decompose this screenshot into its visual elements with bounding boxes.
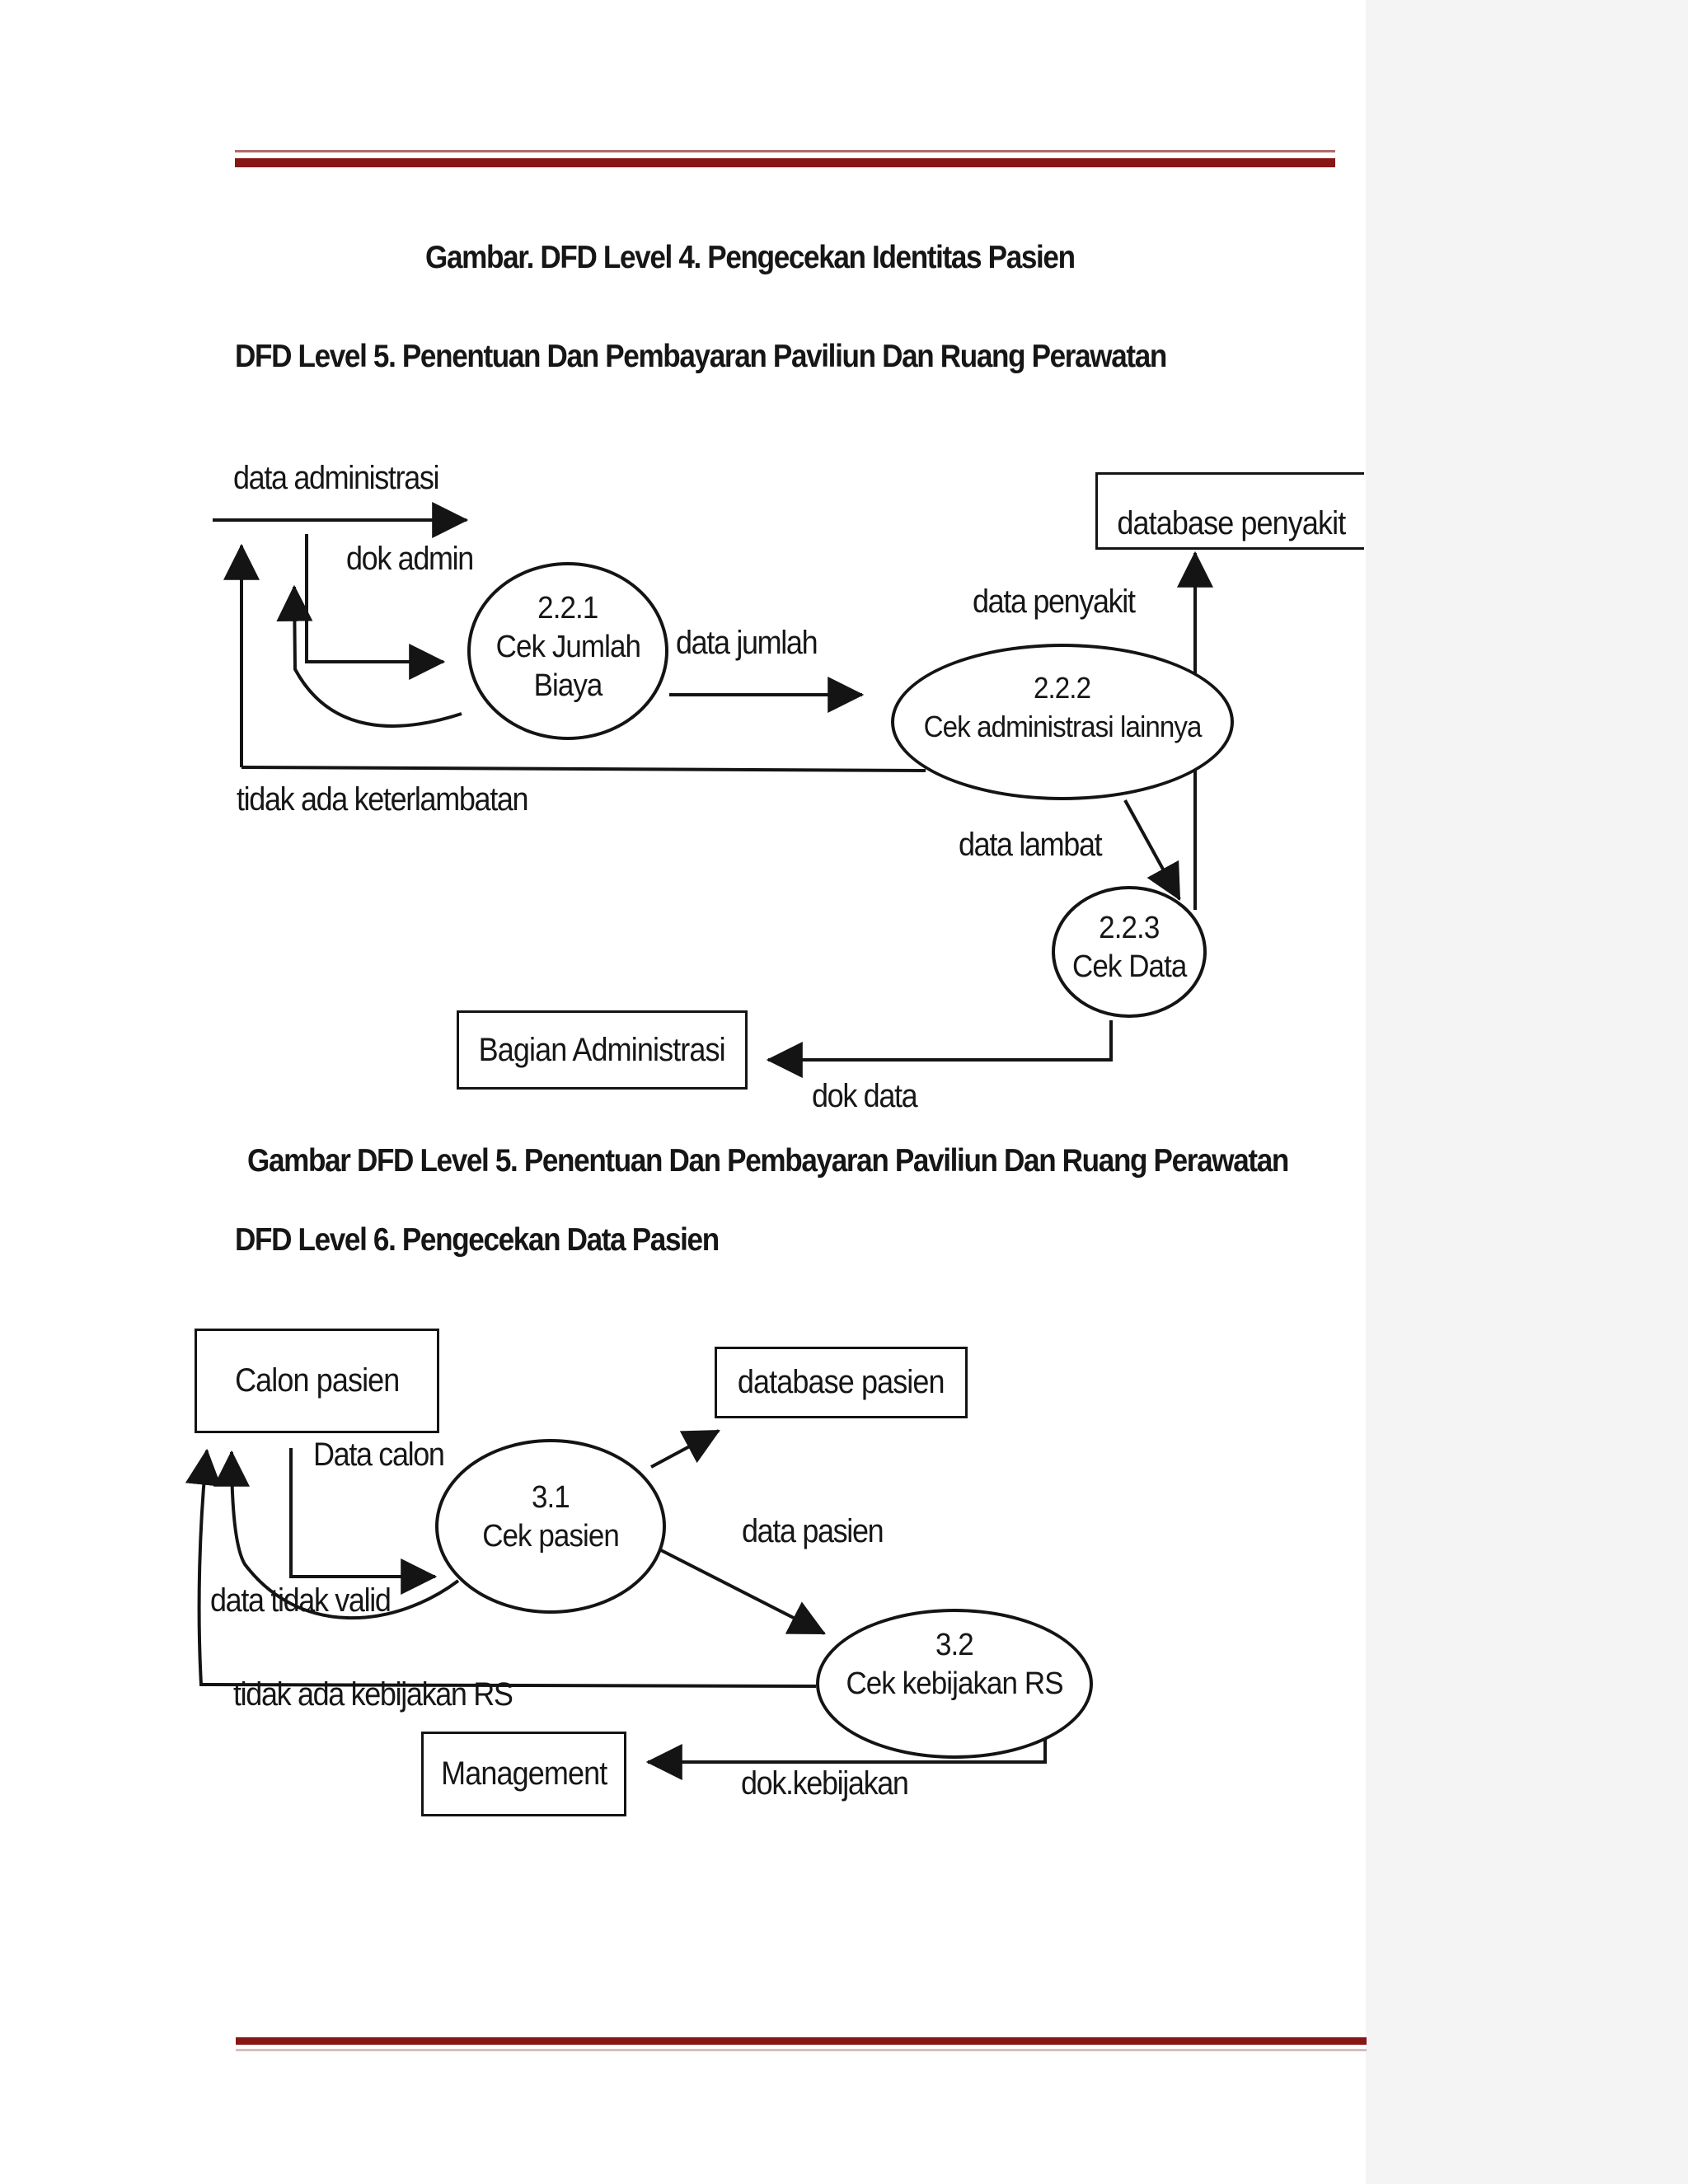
- flow-label-data-lambat: data lambat: [959, 827, 1103, 863]
- process-id: 3.2: [935, 1628, 974, 1662]
- entity-management: Management: [421, 1732, 626, 1816]
- datastore-database-pasien: database pasien: [715, 1347, 968, 1418]
- process-2-2-2-cek-administrasi-lainnya: 2.2.2 Cek administrasi lainnya: [891, 644, 1234, 800]
- flow-arrow-dok-data: [766, 1020, 1113, 1078]
- flow-arrow-data-lambat: [1123, 799, 1181, 901]
- figure-caption-dfd-level-4: Gambar. DFD Level 4. Pengecekan Identita…: [425, 240, 1076, 275]
- process-label: Biaya: [533, 668, 603, 703]
- entity-calon-pasien: Calon pasien: [195, 1329, 439, 1433]
- flow-arrow-data-calon: [289, 1448, 438, 1595]
- flow-label-data-jumlah: data jumlah: [676, 625, 818, 661]
- entity-label: Calon pasien: [234, 1362, 400, 1399]
- heading-dfd-level-6: DFD Level 6. Pengecekan Data Pasien: [235, 1222, 720, 1258]
- process-label: Cek pasien: [482, 1519, 620, 1554]
- flow-label-data-tidak-valid: data tidak valid: [210, 1582, 392, 1619]
- flow-arrow-feedback-up-2-curved: [276, 584, 462, 728]
- flow-label-data-pasien: data pasien: [742, 1513, 884, 1549]
- page-background: [0, 0, 1366, 2184]
- entity-label: Management: [440, 1755, 607, 1792]
- process-label: Cek administrasi lainnya: [923, 710, 1203, 743]
- datastore-database-penyakit: database penyakit: [1095, 472, 1364, 550]
- process-2-2-3-cek-data: 2.2.3 Cek Data: [1052, 886, 1207, 1018]
- process-label: Cek Data: [1071, 949, 1187, 984]
- process-3-2-cek-kebijakan-rs: 3.2 Cek kebijakan RS: [816, 1609, 1093, 1759]
- process-id: 3.1: [532, 1480, 570, 1515]
- flow-line-tidak-ada-keterlambatan: [241, 766, 926, 772]
- process-label: Cek Jumlah: [495, 629, 640, 664]
- flow-label-tidak-ada-keterlambatan: tidak ada keterlambatan: [237, 781, 529, 818]
- flow-label-tidak-ada-kebijakan-rs: tidak ada kebijakan RS: [233, 1676, 513, 1713]
- entity-bagian-administrasi: Bagian Administrasi: [457, 1010, 748, 1090]
- flow-label-dok-admin: dok admin: [346, 541, 474, 577]
- flow-arrow-dok-admin: [305, 534, 446, 680]
- datastore-label: database pasien: [738, 1364, 945, 1400]
- flow-arrow-to-database-pasien: [650, 1429, 720, 1469]
- figure-caption-dfd-level-5: Gambar DFD Level 5. Penentuan Dan Pembay…: [247, 1143, 1289, 1179]
- header-rule-thick: [235, 158, 1335, 167]
- entity-label: Bagian Administrasi: [478, 1031, 726, 1068]
- process-2-2-1-cek-jumlah-biaya: 2.2.1 Cek Jumlah Biaya: [467, 562, 668, 740]
- flow-arrow-data-tidak-valid: [213, 1450, 460, 1620]
- flow-label-dok-data: dok data: [812, 1078, 918, 1114]
- process-label: Cek kebijakan RS: [846, 1666, 1063, 1701]
- flow-arrow-data-pasien: [659, 1548, 826, 1635]
- flow-arrow-tidak-ada-kebijakan-rs: [185, 1448, 817, 1688]
- heading-dfd-level-5: DFD Level 5. Penentuan Dan Pembayaran Pa…: [235, 339, 1167, 374]
- flow-label-data-penyakit: data penyakit: [973, 583, 1136, 620]
- flow-label-dok-kebijakan: dok.kebijakan: [741, 1765, 909, 1802]
- process-3-1-cek-pasien: 3.1 Cek pasien: [435, 1439, 666, 1614]
- flow-arrow-dok-kebijakan: [645, 1739, 1047, 1780]
- process-id: 2.2.1: [537, 590, 598, 626]
- flow-label-data-calon: Data calon: [313, 1436, 445, 1473]
- footer-rule-thin: [236, 2049, 1367, 2051]
- flow-label-data-administrasi: data administrasi: [233, 460, 440, 496]
- header-rule-thin: [235, 150, 1335, 152]
- footer-rule-thick: [236, 2037, 1367, 2045]
- process-id: 2.2.2: [1034, 671, 1091, 705]
- process-id: 2.2.3: [1099, 911, 1160, 945]
- datastore-label: database penyakit: [1117, 505, 1346, 541]
